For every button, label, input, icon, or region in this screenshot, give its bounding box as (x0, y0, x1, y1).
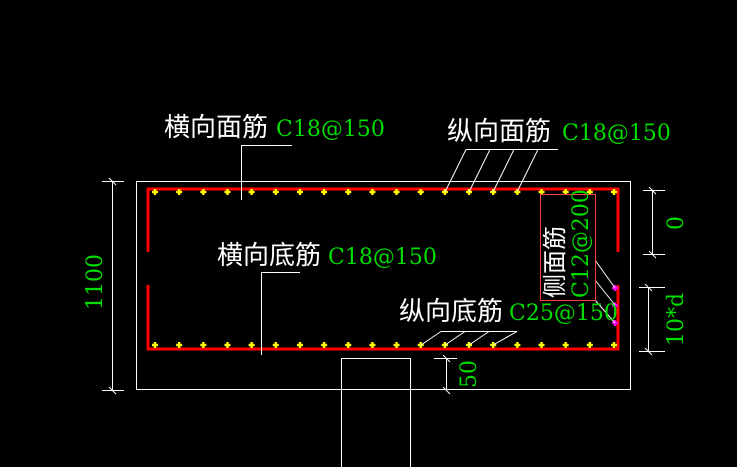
label-side-name: 侧面筋 (541, 226, 569, 298)
dim-bottom-anchor-value: 10*d (664, 293, 689, 346)
top-bar-dot (248, 189, 255, 195)
top-bar-dot (538, 189, 545, 195)
bottom-bar-dot (296, 342, 303, 348)
bottom-bar-dot (441, 342, 448, 348)
top-bar-dot (321, 189, 328, 195)
bottom-bar-dot (248, 342, 255, 348)
label-top-longitudinal-name: 纵向面筋 (447, 117, 551, 147)
bottom-bar-dot (611, 342, 617, 348)
leader-bottom-transverse (261, 272, 300, 355)
top-bar-dot (296, 189, 303, 195)
top-bar-dot (441, 189, 448, 195)
top-bar-dot (611, 189, 617, 195)
top-bar-dot (562, 189, 569, 195)
label-top-transverse-name: 横向面筋 (164, 113, 268, 143)
top-bar-dot (369, 189, 376, 195)
dim-height-lines (102, 177, 124, 395)
bottom-bar-dot (538, 342, 545, 348)
leader-top-transverse (241, 145, 292, 200)
bottom-bar-dot (417, 342, 424, 348)
label-bottom-transverse-name: 横向底筋 (217, 241, 321, 271)
top-bar-dot (152, 189, 158, 195)
top-bar-dot (224, 189, 231, 195)
top-rebar (146, 187, 620, 252)
label-bottom-transverse-spec: C18@150 (328, 245, 437, 270)
label-top-longitudinal-spec: C18@150 (562, 121, 671, 146)
leader-bottom-longitudinal (420, 331, 518, 346)
bottom-bar-dot (586, 342, 593, 348)
top-bar-dot (345, 189, 352, 195)
bottom-bar-dot (272, 342, 279, 348)
top-bar-dot (417, 189, 424, 195)
bottom-bar-dot (200, 342, 207, 348)
concrete-outline (136, 181, 631, 390)
bottom-bar-dot (321, 342, 328, 348)
bottom-bar-dot (514, 342, 521, 348)
top-bar-dot (272, 189, 279, 195)
dim-cover-lines (434, 354, 457, 395)
dim-height-value: 1100 (83, 254, 108, 310)
top-bar-dot (176, 189, 183, 195)
dim-cover-value: 50 (457, 360, 482, 388)
top-bar-dot (200, 189, 207, 195)
side-label-box (540, 194, 596, 301)
dim-top-anchor-lines (643, 186, 665, 259)
label-bottom-longitudinal-name: 纵向底筋 (399, 297, 503, 327)
dim-top-anchor-value: 0 (664, 216, 689, 230)
top-bar-dot (586, 189, 593, 195)
bottom-bar-dot (224, 342, 231, 348)
bottom-bar-dot (176, 342, 183, 348)
leader-top-longitudinal (444, 149, 558, 193)
bottom-bar-dot (369, 342, 376, 348)
label-side-spec: C12@200 (569, 189, 594, 298)
column-outline (341, 358, 411, 467)
side-bar-dot (612, 302, 618, 309)
bottom-bar-dot (562, 342, 569, 348)
bottom-rebar (146, 285, 620, 351)
label-bottom-longitudinal-spec: C25@150 (509, 301, 618, 326)
rebar-cage (146, 187, 620, 351)
bottom-bar-dots (152, 342, 617, 348)
top-bar-dot (393, 189, 400, 195)
bottom-bar-dot (393, 342, 400, 348)
label-top-transverse-spec: C18@150 (276, 117, 385, 142)
dim-bottom-anchor-lines (639, 283, 665, 356)
bottom-bar-dot (152, 342, 158, 348)
bottom-bar-dot (345, 342, 352, 348)
